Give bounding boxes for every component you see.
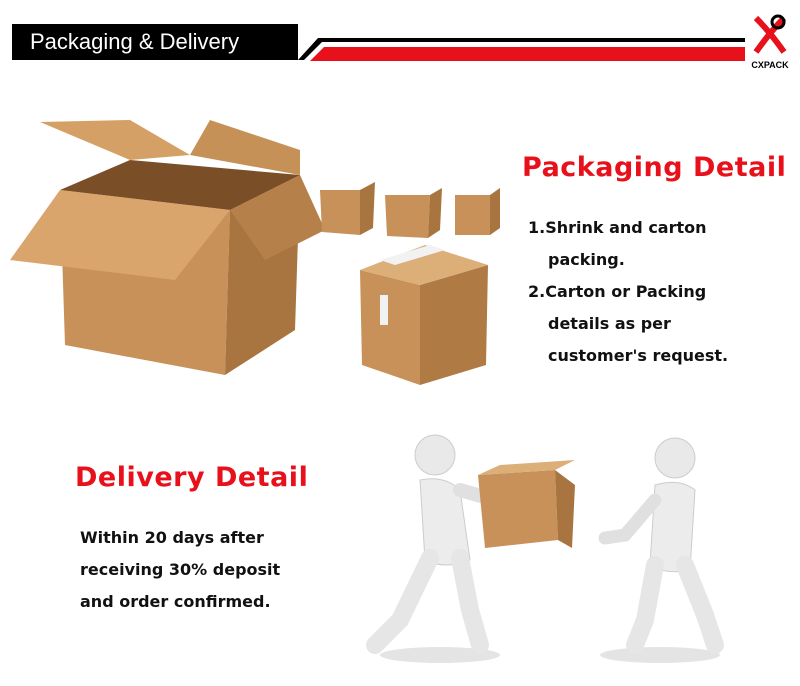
- packaging-item-2: 2.Carton or Packing: [528, 282, 707, 301]
- packaging-detail-list: 1.Shrink and carton packing. 2.Carton or…: [528, 212, 728, 372]
- cxpack-logo: CXPACK: [742, 12, 798, 72]
- cardboard-boxes-illustration: [10, 120, 500, 385]
- delivery-detail-title: Delivery Detail: [75, 462, 309, 493]
- logo-mark-icon: [753, 14, 787, 54]
- packaging-detail-title: Packaging Detail: [522, 152, 787, 183]
- header-stripes: [298, 38, 745, 61]
- section-header: Packaging & Delivery: [12, 24, 298, 60]
- packaging-item-2-cont: details as per: [548, 314, 671, 333]
- delivery-line-3: and order confirmed.: [80, 592, 271, 611]
- packaging-item-2-cont2: customer's request.: [548, 346, 729, 365]
- delivery-line-1: Within 20 days after: [80, 528, 264, 547]
- packaging-item-1: 1.Shrink and carton: [528, 218, 707, 237]
- delivery-line-2: receiving 30% deposit: [80, 560, 281, 579]
- delivery-figures-illustration: [366, 434, 724, 663]
- packaging-item-1-cont: packing.: [548, 250, 625, 269]
- delivery-detail-text: Within 20 days after receiving 30% depos…: [80, 522, 280, 618]
